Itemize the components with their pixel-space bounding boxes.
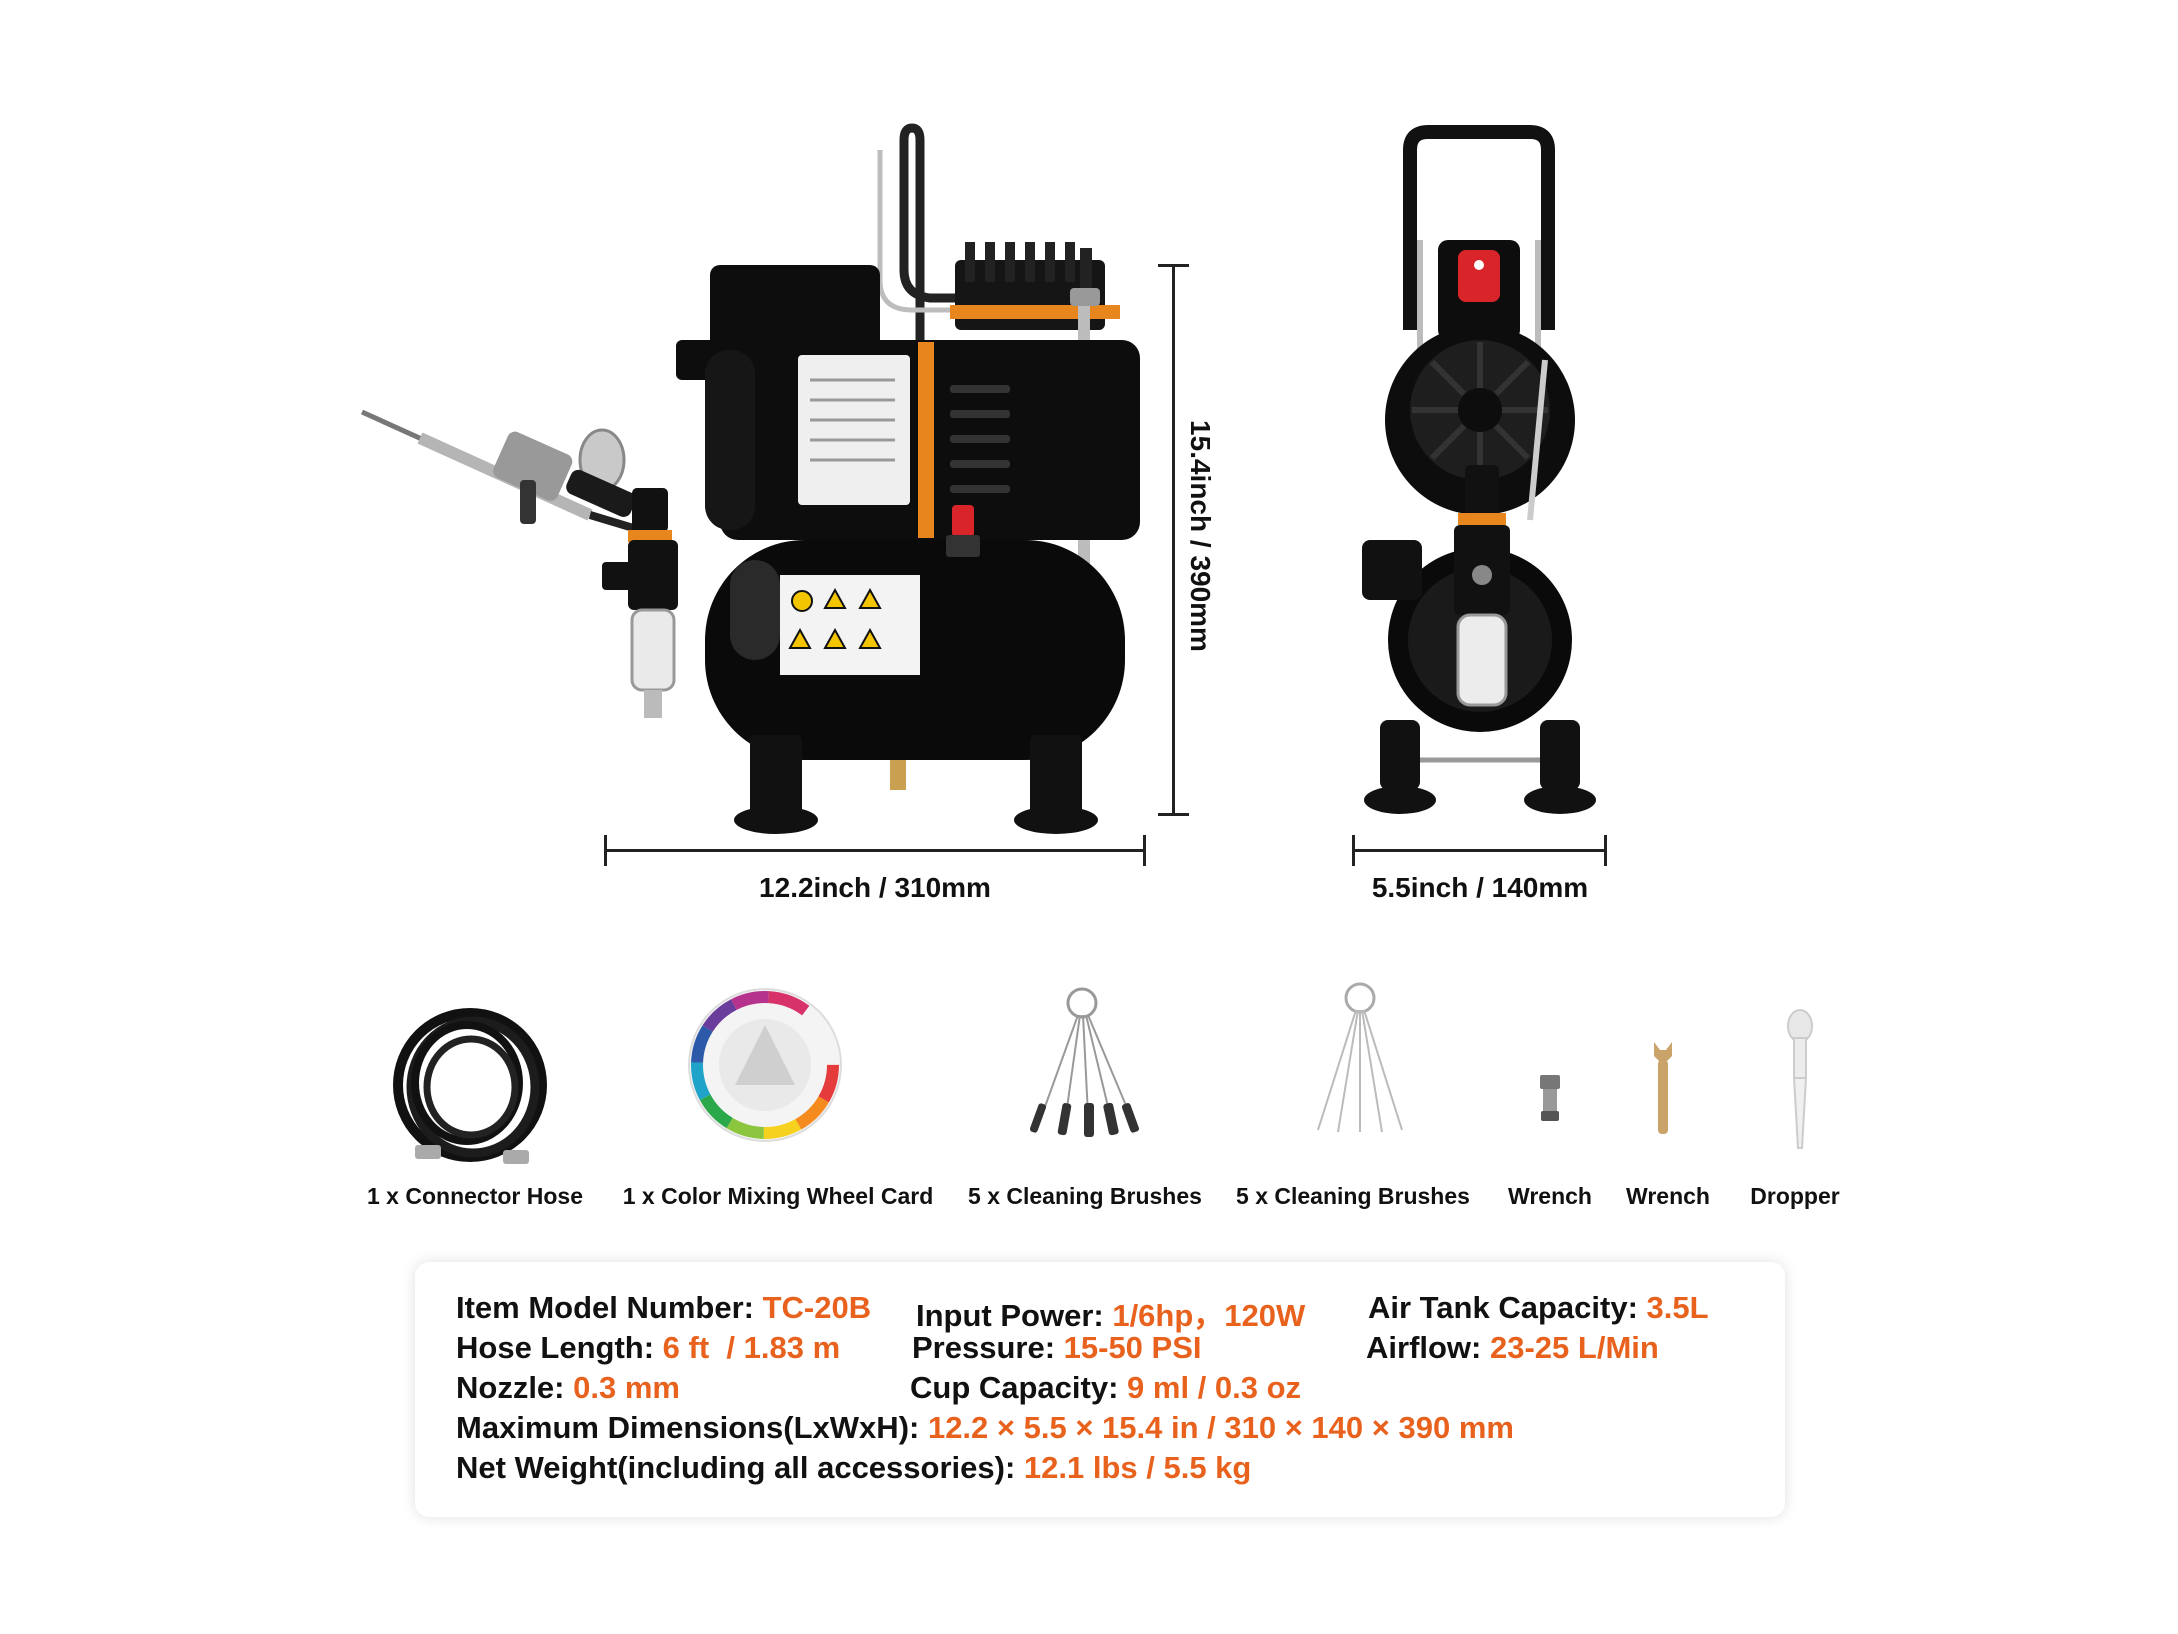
cleaning-needles-icon xyxy=(1317,982,1403,1133)
spec-dimensions: Maximum Dimensions(LxWxH): 12.2 × 5.5 × … xyxy=(456,1410,1514,1446)
accessory-label-cleaning-brushes: 5 x Cleaning Brushes xyxy=(968,1183,1202,1209)
spec-cup: Cup Capacity: 9 ml / 0.3 oz xyxy=(910,1370,1301,1406)
power-switch-icon xyxy=(1458,250,1500,302)
cleaning-brushes-icon xyxy=(1029,987,1139,1137)
color-wheel-icon xyxy=(688,988,842,1142)
width-dimension-line xyxy=(605,849,1145,852)
spec-tank-key: Air Tank Capacity: xyxy=(1368,1290,1647,1325)
spec-pressure-value: 15-50 PSI xyxy=(1063,1330,1202,1365)
spec-weight: Net Weight(including all accessories): 1… xyxy=(456,1450,1251,1486)
cooling-fins-icon xyxy=(950,242,1120,330)
spec-model: Item Model Number: TC-20B xyxy=(456,1290,871,1326)
spec-hose-value: 6 ft / 1.83 m xyxy=(662,1330,841,1365)
depth-dimension-line xyxy=(1353,849,1606,852)
spec-cup-value: 9 ml / 0.3 oz xyxy=(1127,1370,1302,1405)
spec-model-value: TC-20B xyxy=(762,1290,872,1325)
fan-cover-icon xyxy=(1410,340,1550,480)
spec-power: Input Power: 1/6hp，120W xyxy=(916,1290,1305,1335)
spec-hose: Hose Length: 6 ft / 1.83 m xyxy=(456,1330,840,1366)
compressor-side-view xyxy=(360,123,1140,834)
spec-weight-key: Net Weight(including all accessories): xyxy=(456,1450,1024,1485)
spec-airflow: Airflow: 23-25 L/Min xyxy=(1366,1330,1659,1366)
height-dimension-label: 15.4inch / 390mm xyxy=(1185,420,1216,652)
depth-dimension-tick-left xyxy=(1352,835,1355,866)
spec-tank-value: 3.5L xyxy=(1646,1290,1709,1325)
wrench-icon xyxy=(1654,1042,1672,1134)
accessory-label-cleaning-needles: 5 x Cleaning Brushes xyxy=(1236,1183,1470,1209)
spec-nozzle: Nozzle: 0.3 mm xyxy=(456,1370,680,1406)
width-dimension-tick-left xyxy=(604,835,607,866)
depth-dimension-label: 5.5inch / 140mm xyxy=(1371,872,1589,903)
spec-pressure-key: Pressure: xyxy=(912,1330,1064,1365)
spec-airflow-value: 23-25 L/Min xyxy=(1490,1330,1659,1365)
accessory-label-valve-wrench: Wrench xyxy=(1508,1183,1592,1209)
spec-dimensions-key: Maximum Dimensions(LxWxH): xyxy=(456,1410,928,1445)
spec-nozzle-value: 0.3 mm xyxy=(573,1370,680,1405)
accessory-label-connector-hose: 1 x Connector Hose xyxy=(367,1183,583,1209)
spec-panel xyxy=(415,1262,1785,1517)
spec-tank: Air Tank Capacity: 3.5L xyxy=(1368,1290,1709,1326)
coiled-hose-icon xyxy=(393,1008,547,1164)
spec-power-value: 1/6hp，120W xyxy=(1112,1298,1306,1333)
valve-fitting-icon xyxy=(1540,1075,1560,1121)
spec-nozzle-key: Nozzle: xyxy=(456,1370,574,1405)
width-dimension-label: 12.2inch / 310mm xyxy=(759,872,991,903)
accessory-label-wrench: Wrench xyxy=(1626,1183,1710,1209)
compressor-front-view xyxy=(1362,125,1596,814)
spec-model-key: Item Model Number: xyxy=(456,1290,763,1325)
depth-dimension-tick-right xyxy=(1604,835,1607,866)
spec-cup-key: Cup Capacity: xyxy=(910,1370,1128,1405)
spec-power-key: Input Power: xyxy=(916,1298,1113,1333)
spec-dimensions-value: 12.2 × 5.5 × 15.4 in / 310 × 140 × 390 m… xyxy=(927,1410,1514,1445)
height-dimension-tick-bottom xyxy=(1158,813,1189,816)
dropper-icon xyxy=(1787,1009,1813,1149)
motor-vents-icon xyxy=(950,385,1010,493)
accessory-label-color-wheel: 1 x Color Mixing Wheel Card xyxy=(622,1183,934,1209)
width-dimension-tick-right xyxy=(1143,835,1146,866)
airbrush-icon xyxy=(360,409,642,534)
height-dimension-line xyxy=(1172,265,1175,815)
spec-airflow-key: Airflow: xyxy=(1366,1330,1490,1365)
warning-label-icon xyxy=(780,575,920,675)
spec-weight-value: 12.1 lbs / 5.5 kg xyxy=(1023,1450,1252,1485)
spec-hose-key: Hose Length: xyxy=(456,1330,663,1365)
accessory-label-dropper: Dropper xyxy=(1750,1183,1840,1209)
height-dimension-tick-top xyxy=(1158,264,1189,267)
spec-pressure: Pressure: 15-50 PSI xyxy=(912,1330,1202,1366)
pressure-regulator-icon xyxy=(602,488,678,718)
